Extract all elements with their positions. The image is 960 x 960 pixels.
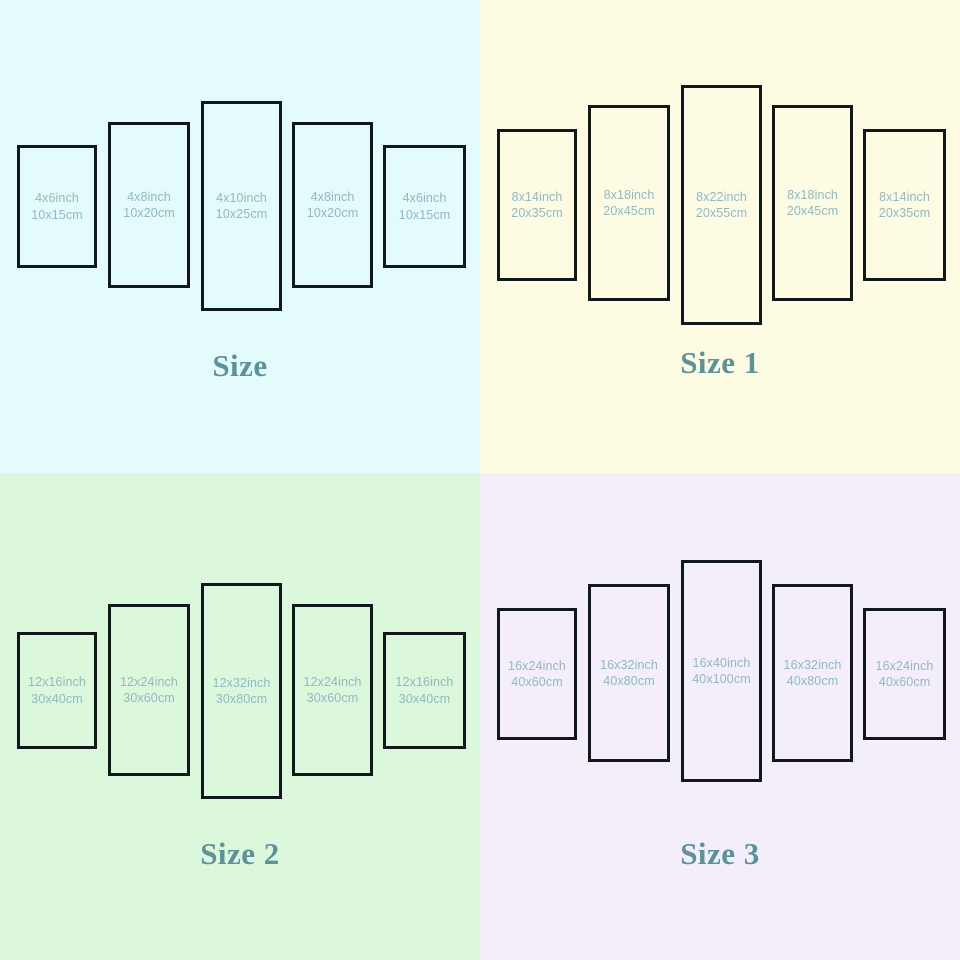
canvas-panel[interactable]: 16x32inch 40x80cm [588, 584, 670, 762]
panel-size-cm: 20x55cm [695, 206, 748, 220]
panel-size-cm: 40x60cm [878, 675, 931, 689]
canvas-panel[interactable]: 16x24inch 40x60cm [497, 608, 577, 740]
panel-size-label: 8x14inch 20x35cm [879, 189, 930, 222]
panel-size-label: 4x8inch 10x20cm [123, 189, 174, 222]
panel-size-label: 8x18inch 20x45cm [787, 187, 838, 220]
canvas-panel[interactable]: 12x24inch 30x60cm [292, 604, 373, 776]
canvas-panel[interactable]: 8x22inch 20x55cm [681, 85, 762, 325]
panel-size-inch: 16x32inch [600, 657, 658, 672]
panel-size-inch: 12x16inch [395, 675, 454, 689]
panel-group: 4x6inch 10x15cm 4x8inch 10x20cm 4x10inch… [0, 0, 480, 473]
panel-size-inch: 8x22inch [696, 189, 747, 204]
canvas-panel[interactable]: 4x6inch 10x15cm [383, 145, 466, 268]
panel-size-label: 16x24inch 40x60cm [508, 658, 566, 691]
panel-size-label: 8x18inch 20x45cm [603, 187, 654, 220]
panel-size-cm: 30x40cm [398, 691, 451, 706]
canvas-panel[interactable]: 12x16inch 30x40cm [17, 632, 97, 749]
panel-size-inch: 8x14inch [511, 189, 563, 204]
canvas-panel[interactable]: 8x14inch 20x35cm [863, 129, 946, 281]
size-group-title: Size [212, 348, 268, 383]
panel-size-label: 4x10inch 10x25cm [216, 190, 267, 223]
panel-size-cm: 20x45cm [786, 204, 839, 218]
panel-size-inch: 4x8inch [127, 189, 171, 204]
panel-size-cm: 10x20cm [123, 206, 175, 220]
panel-size-cm: 20x35cm [511, 206, 563, 220]
panel-size-cm: 40x80cm [786, 674, 839, 688]
quadrant-size-1: 8x14inch 20x35cm 8x18inch 20x45cm 8x22in… [480, 0, 960, 473]
quadrant-size: 4x6inch 10x15cm 4x8inch 10x20cm 4x10inch… [0, 0, 480, 473]
panel-size-label: 8x14inch 20x35cm [511, 189, 562, 222]
panel-size-cm: 40x60cm [511, 675, 563, 689]
panel-size-inch: 8x18inch [603, 187, 655, 202]
canvas-panel[interactable]: 12x24inch 30x60cm [108, 604, 190, 776]
panel-size-label: 12x16inch 30x40cm [28, 674, 86, 707]
size-group-title: Size 1 [680, 345, 760, 380]
canvas-panel[interactable]: 16x32inch 40x80cm [772, 584, 853, 762]
panel-size-label: 12x16inch 30x40cm [396, 674, 454, 707]
panel-size-cm: 20x45cm [603, 204, 655, 218]
quadrant-size-3: 16x24inch 40x60cm 16x32inch 40x80cm 16x4… [480, 473, 960, 960]
panel-size-inch: 16x40inch [692, 655, 751, 670]
panel-size-inch: 4x6inch [35, 191, 79, 205]
canvas-panel[interactable]: 4x6inch 10x15cm [17, 145, 97, 268]
panel-size-cm: 10x15cm [398, 207, 451, 222]
canvas-panel[interactable]: 16x40inch 40x100cm [681, 560, 762, 782]
panel-size-cm: 10x15cm [31, 207, 83, 222]
panel-size-inch: 12x24inch [303, 674, 362, 689]
panel-size-cm: 10x25cm [215, 207, 268, 221]
panel-size-label: 16x40inch 40x100cm [692, 655, 750, 688]
canvas-panel[interactable]: 12x16inch 30x40cm [383, 632, 466, 749]
panel-size-cm: 20x35cm [878, 206, 931, 220]
panel-size-inch: 4x8inch [310, 189, 355, 204]
canvas-panel[interactable]: 8x18inch 20x45cm [588, 105, 670, 301]
panel-size-inch: 16x24inch [508, 658, 566, 673]
panel-size-cm: 30x60cm [306, 691, 359, 705]
panel-size-inch: 12x16inch [28, 675, 86, 689]
panel-size-label: 4x6inch 10x15cm [399, 190, 450, 223]
panel-size-label: 12x24inch 30x60cm [304, 674, 362, 707]
panel-size-label: 12x32inch 30x80cm [213, 675, 271, 708]
panel-size-label: 8x22inch 20x55cm [696, 189, 747, 222]
panel-group: 12x16inch 30x40cm 12x24inch 30x60cm 12x3… [0, 473, 480, 960]
canvas-panel[interactable]: 12x32inch 30x80cm [201, 583, 282, 799]
canvas-panel[interactable]: 4x8inch 10x20cm [108, 122, 190, 288]
panel-size-inch: 8x18inch [787, 187, 838, 202]
panel-size-label: 4x6inch 10x15cm [31, 190, 82, 223]
canvas-panel[interactable]: 8x18inch 20x45cm [772, 105, 853, 301]
panel-size-cm: 10x20cm [306, 206, 359, 220]
panel-size-label: 16x32inch 40x80cm [600, 657, 658, 690]
canvas-panel[interactable]: 16x24inch 40x60cm [863, 608, 946, 740]
panel-size-inch: 16x24inch [875, 658, 934, 673]
canvas-panel[interactable]: 4x10inch 10x25cm [201, 101, 282, 311]
panel-size-label: 12x24inch 30x60cm [120, 674, 178, 707]
quadrant-size-2: 12x16inch 30x40cm 12x24inch 30x60cm 12x3… [0, 473, 480, 960]
size-group-title: Size 2 [200, 836, 280, 871]
canvas-panel[interactable]: 4x8inch 10x20cm [292, 122, 373, 288]
panel-size-inch: 12x24inch [120, 674, 178, 689]
panel-size-cm: 40x100cm [692, 672, 751, 686]
panel-group: 16x24inch 40x60cm 16x32inch 40x80cm 16x4… [480, 473, 960, 960]
panel-size-inch: 4x10inch [216, 190, 267, 205]
panel-size-inch: 16x32inch [783, 657, 842, 672]
panel-size-label: 4x8inch 10x20cm [307, 189, 358, 222]
panel-size-inch: 8x14inch [879, 189, 930, 204]
size-group-title: Size 3 [680, 836, 760, 871]
panel-group: 8x14inch 20x35cm 8x18inch 20x45cm 8x22in… [480, 0, 960, 473]
canvas-panel[interactable]: 8x14inch 20x35cm [497, 129, 577, 281]
panel-size-inch: 12x32inch [212, 675, 271, 690]
panel-size-label: 16x32inch 40x80cm [784, 657, 842, 690]
panel-size-cm: 30x40cm [31, 691, 83, 706]
panel-size-inch: 4x6inch [402, 191, 447, 205]
panel-size-cm: 30x80cm [215, 692, 268, 706]
panel-size-cm: 30x60cm [123, 691, 175, 705]
panel-size-cm: 40x80cm [603, 674, 655, 688]
panel-size-label: 16x24inch 40x60cm [876, 658, 934, 691]
